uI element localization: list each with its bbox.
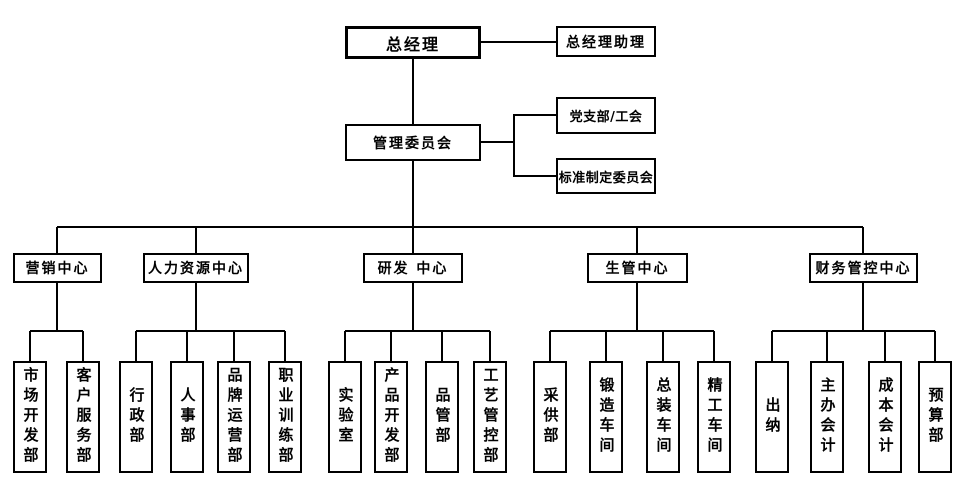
node-label: 行政部 bbox=[127, 387, 146, 447]
node-label: 管理委员会 bbox=[373, 135, 453, 152]
node-center-finance: 财务管控中心 bbox=[809, 253, 918, 283]
node-label: 生管中心 bbox=[605, 261, 670, 277]
node-label: 实验室 bbox=[336, 387, 355, 447]
node-label: 标准制定委员会 bbox=[558, 170, 654, 186]
node-label: 预算部 bbox=[926, 387, 945, 447]
node-label: 总装车间 bbox=[654, 377, 673, 457]
node-label: 采供部 bbox=[541, 387, 560, 447]
node-label: 工艺管控部 bbox=[481, 367, 500, 467]
node-label: 客户服务部 bbox=[74, 367, 93, 467]
node-center-human-resources: 人力资源中心 bbox=[143, 253, 249, 283]
node-dept-cashier: 出纳 bbox=[755, 361, 789, 473]
node-gm-assistant: 总经理助理 bbox=[556, 26, 656, 57]
node-dept-budget: 预算部 bbox=[918, 361, 952, 473]
node-label: 总经理 bbox=[385, 34, 440, 54]
node-dept-quality-control: 品管部 bbox=[425, 361, 459, 473]
node-label: 研发 中心 bbox=[377, 261, 449, 277]
node-dept-chief-accountant: 主办会计 bbox=[810, 361, 844, 473]
node-party-branch-union: 党支部/工会 bbox=[556, 97, 656, 134]
node-dept-customer-service: 客户服务部 bbox=[66, 361, 100, 473]
node-center-marketing: 营销中心 bbox=[13, 253, 102, 283]
node-label: 精工车间 bbox=[705, 377, 724, 457]
node-label: 财务管控中心 bbox=[815, 261, 912, 277]
node-general-manager: 总经理 bbox=[345, 26, 481, 59]
node-label: 产品开发部 bbox=[382, 367, 401, 467]
node-dept-personnel: 人事部 bbox=[170, 361, 204, 473]
node-dept-brand-operations: 品牌运营部 bbox=[217, 361, 251, 473]
node-label: 人事部 bbox=[178, 387, 197, 447]
node-dept-product-development: 产品开发部 bbox=[374, 361, 408, 473]
node-dept-procurement-supply: 采供部 bbox=[533, 361, 567, 473]
node-label: 出纳 bbox=[763, 397, 782, 437]
node-dept-laboratory: 实验室 bbox=[328, 361, 362, 473]
node-label: 品牌运营部 bbox=[225, 367, 244, 467]
node-label: 成本会计 bbox=[876, 377, 895, 457]
node-label: 总经理助理 bbox=[566, 34, 646, 51]
node-dept-market-development: 市场开发部 bbox=[13, 361, 47, 473]
node-label: 品管部 bbox=[433, 387, 452, 447]
node-dept-administration: 行政部 bbox=[119, 361, 153, 473]
node-standards-committee: 标准制定委员会 bbox=[556, 158, 656, 194]
node-management-committee: 管理委员会 bbox=[345, 124, 481, 161]
node-center-rnd: 研发 中心 bbox=[363, 253, 463, 283]
node-label: 党支部/工会 bbox=[569, 110, 643, 125]
node-label: 锻造车间 bbox=[597, 377, 616, 457]
node-label: 人力资源中心 bbox=[148, 261, 244, 277]
node-dept-vocational-training: 职业训练部 bbox=[268, 361, 302, 473]
node-dept-precision-workshop: 精工车间 bbox=[697, 361, 731, 473]
node-center-production: 生管中心 bbox=[587, 253, 688, 283]
node-dept-process-control: 工艺管控部 bbox=[473, 361, 507, 473]
node-dept-assembly-workshop: 总装车间 bbox=[646, 361, 680, 473]
node-label: 营销中心 bbox=[25, 261, 90, 277]
node-dept-cost-accountant: 成本会计 bbox=[868, 361, 902, 473]
node-dept-forging-workshop: 锻造车间 bbox=[589, 361, 623, 473]
node-label: 主办会计 bbox=[818, 377, 837, 457]
node-label: 市场开发部 bbox=[21, 367, 40, 467]
node-label: 职业训练部 bbox=[276, 367, 295, 467]
